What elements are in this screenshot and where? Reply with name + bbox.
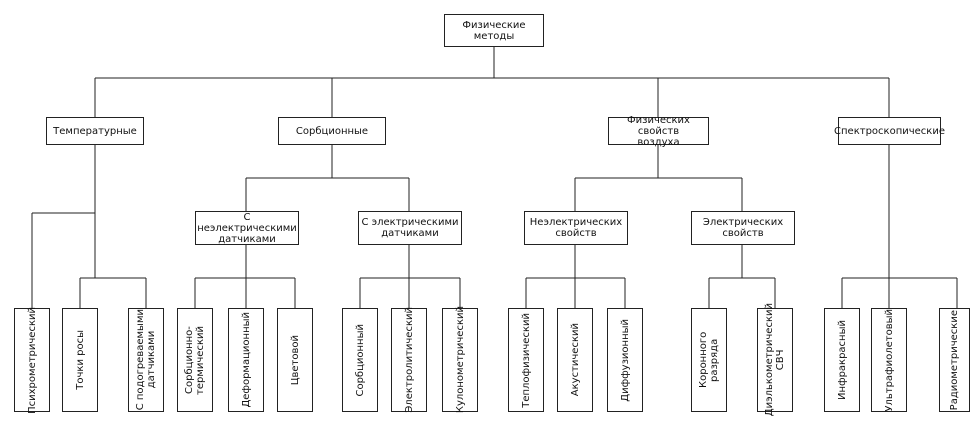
leaf-radiometric: Радиометрические xyxy=(939,308,970,412)
node-non-electric-sensors: С неэлектрическими датчиками xyxy=(195,211,299,245)
node-spectroscopic-label: Спектроскопические xyxy=(834,125,945,137)
leaf-infrared-label: Инфракрасный xyxy=(836,320,848,400)
node-temperature-label: Температурные xyxy=(53,125,137,137)
node-air-properties-label: Физических свойств воздуха xyxy=(627,114,690,148)
leaf-sorptional-label: Сорбционный xyxy=(354,323,366,397)
leaf-color-label: Цветовой xyxy=(289,334,301,386)
leaf-sorptional: Сорбционный xyxy=(342,308,378,412)
leaf-thermophysical-label: Теплофизический xyxy=(520,312,532,408)
node-non-electric-sensors-label: С неэлектрическими датчиками xyxy=(197,211,297,245)
node-temperature: Температурные xyxy=(46,117,144,145)
leaf-psychrometric-label: Психрометрический xyxy=(26,306,38,414)
leaf-corona: Коронного разряда xyxy=(691,308,727,412)
root-node: Физические методы xyxy=(444,14,544,47)
node-sorption-label: Сорбционные xyxy=(295,125,369,137)
leaf-dew-point-label: Точки росы xyxy=(74,330,86,390)
leaf-dielectrometric: Диэлькометрический СВЧ xyxy=(757,303,793,417)
leaf-heated-sensors-label: С подогреваемыми датчиками xyxy=(135,309,157,411)
leaf-ultraviolet: Ультрафиолетовый xyxy=(871,308,907,412)
node-electric-sensors-label: С электрическими датчиками xyxy=(361,217,459,239)
leaf-dew-point: Точки росы xyxy=(62,308,98,412)
leaf-psychrometric: Психрометрический xyxy=(14,306,50,414)
node-electric-properties-label: Электрических свойств xyxy=(702,217,784,239)
node-spectroscopic: Спектроскопические xyxy=(834,117,945,145)
leaf-infrared: Инфракрасный xyxy=(824,308,860,412)
root-label: Физические методы xyxy=(462,19,526,42)
leaf-sorption-thermal-label: Сорбционно- термический xyxy=(184,325,206,395)
node-air-properties: Физических свойств воздуха xyxy=(608,114,709,148)
leaf-deformation: Деформационный xyxy=(228,308,264,412)
node-electric-sensors: С электрическими датчиками xyxy=(358,211,462,245)
leaf-heated-sensors: С подогреваемыми датчиками xyxy=(128,308,164,412)
leaf-deformation-label: Деформационный xyxy=(240,312,252,408)
leaf-electrolytic: Электролитический xyxy=(391,307,427,413)
leaf-corona-label: Коронного разряда xyxy=(698,331,720,389)
leaf-dielectrometric-label: Диэлькометрический СВЧ xyxy=(764,303,786,417)
leaf-acoustic-label: Акустический xyxy=(569,323,581,397)
leaf-diffusion: Диффузионный xyxy=(607,308,643,412)
leaf-color: Цветовой xyxy=(277,308,313,412)
leaf-radiometric-label: Радиометрические xyxy=(949,309,960,411)
leaf-acoustic: Акустический xyxy=(557,308,593,412)
leaf-electrolytic-label: Электролитический xyxy=(403,307,415,413)
leaf-diffusion-label: Диффузионный xyxy=(619,318,631,402)
leaf-coulometric-label: Кулонометрический xyxy=(454,306,466,414)
leaf-coulometric: Кулонометрический xyxy=(442,306,478,414)
leaf-sorption-thermal: Сорбционно- термический xyxy=(177,308,213,412)
node-sorption: Сорбционные xyxy=(278,117,386,145)
node-electric-properties: Электрических свойств xyxy=(691,211,795,245)
node-non-electric-properties: Неэлектрических свойств xyxy=(524,211,628,245)
node-non-electric-properties-label: Неэлектрических свойств xyxy=(529,217,623,239)
leaf-ultraviolet-label: Ультрафиолетовый xyxy=(883,308,895,412)
leaf-thermophysical: Теплофизический xyxy=(508,308,544,412)
